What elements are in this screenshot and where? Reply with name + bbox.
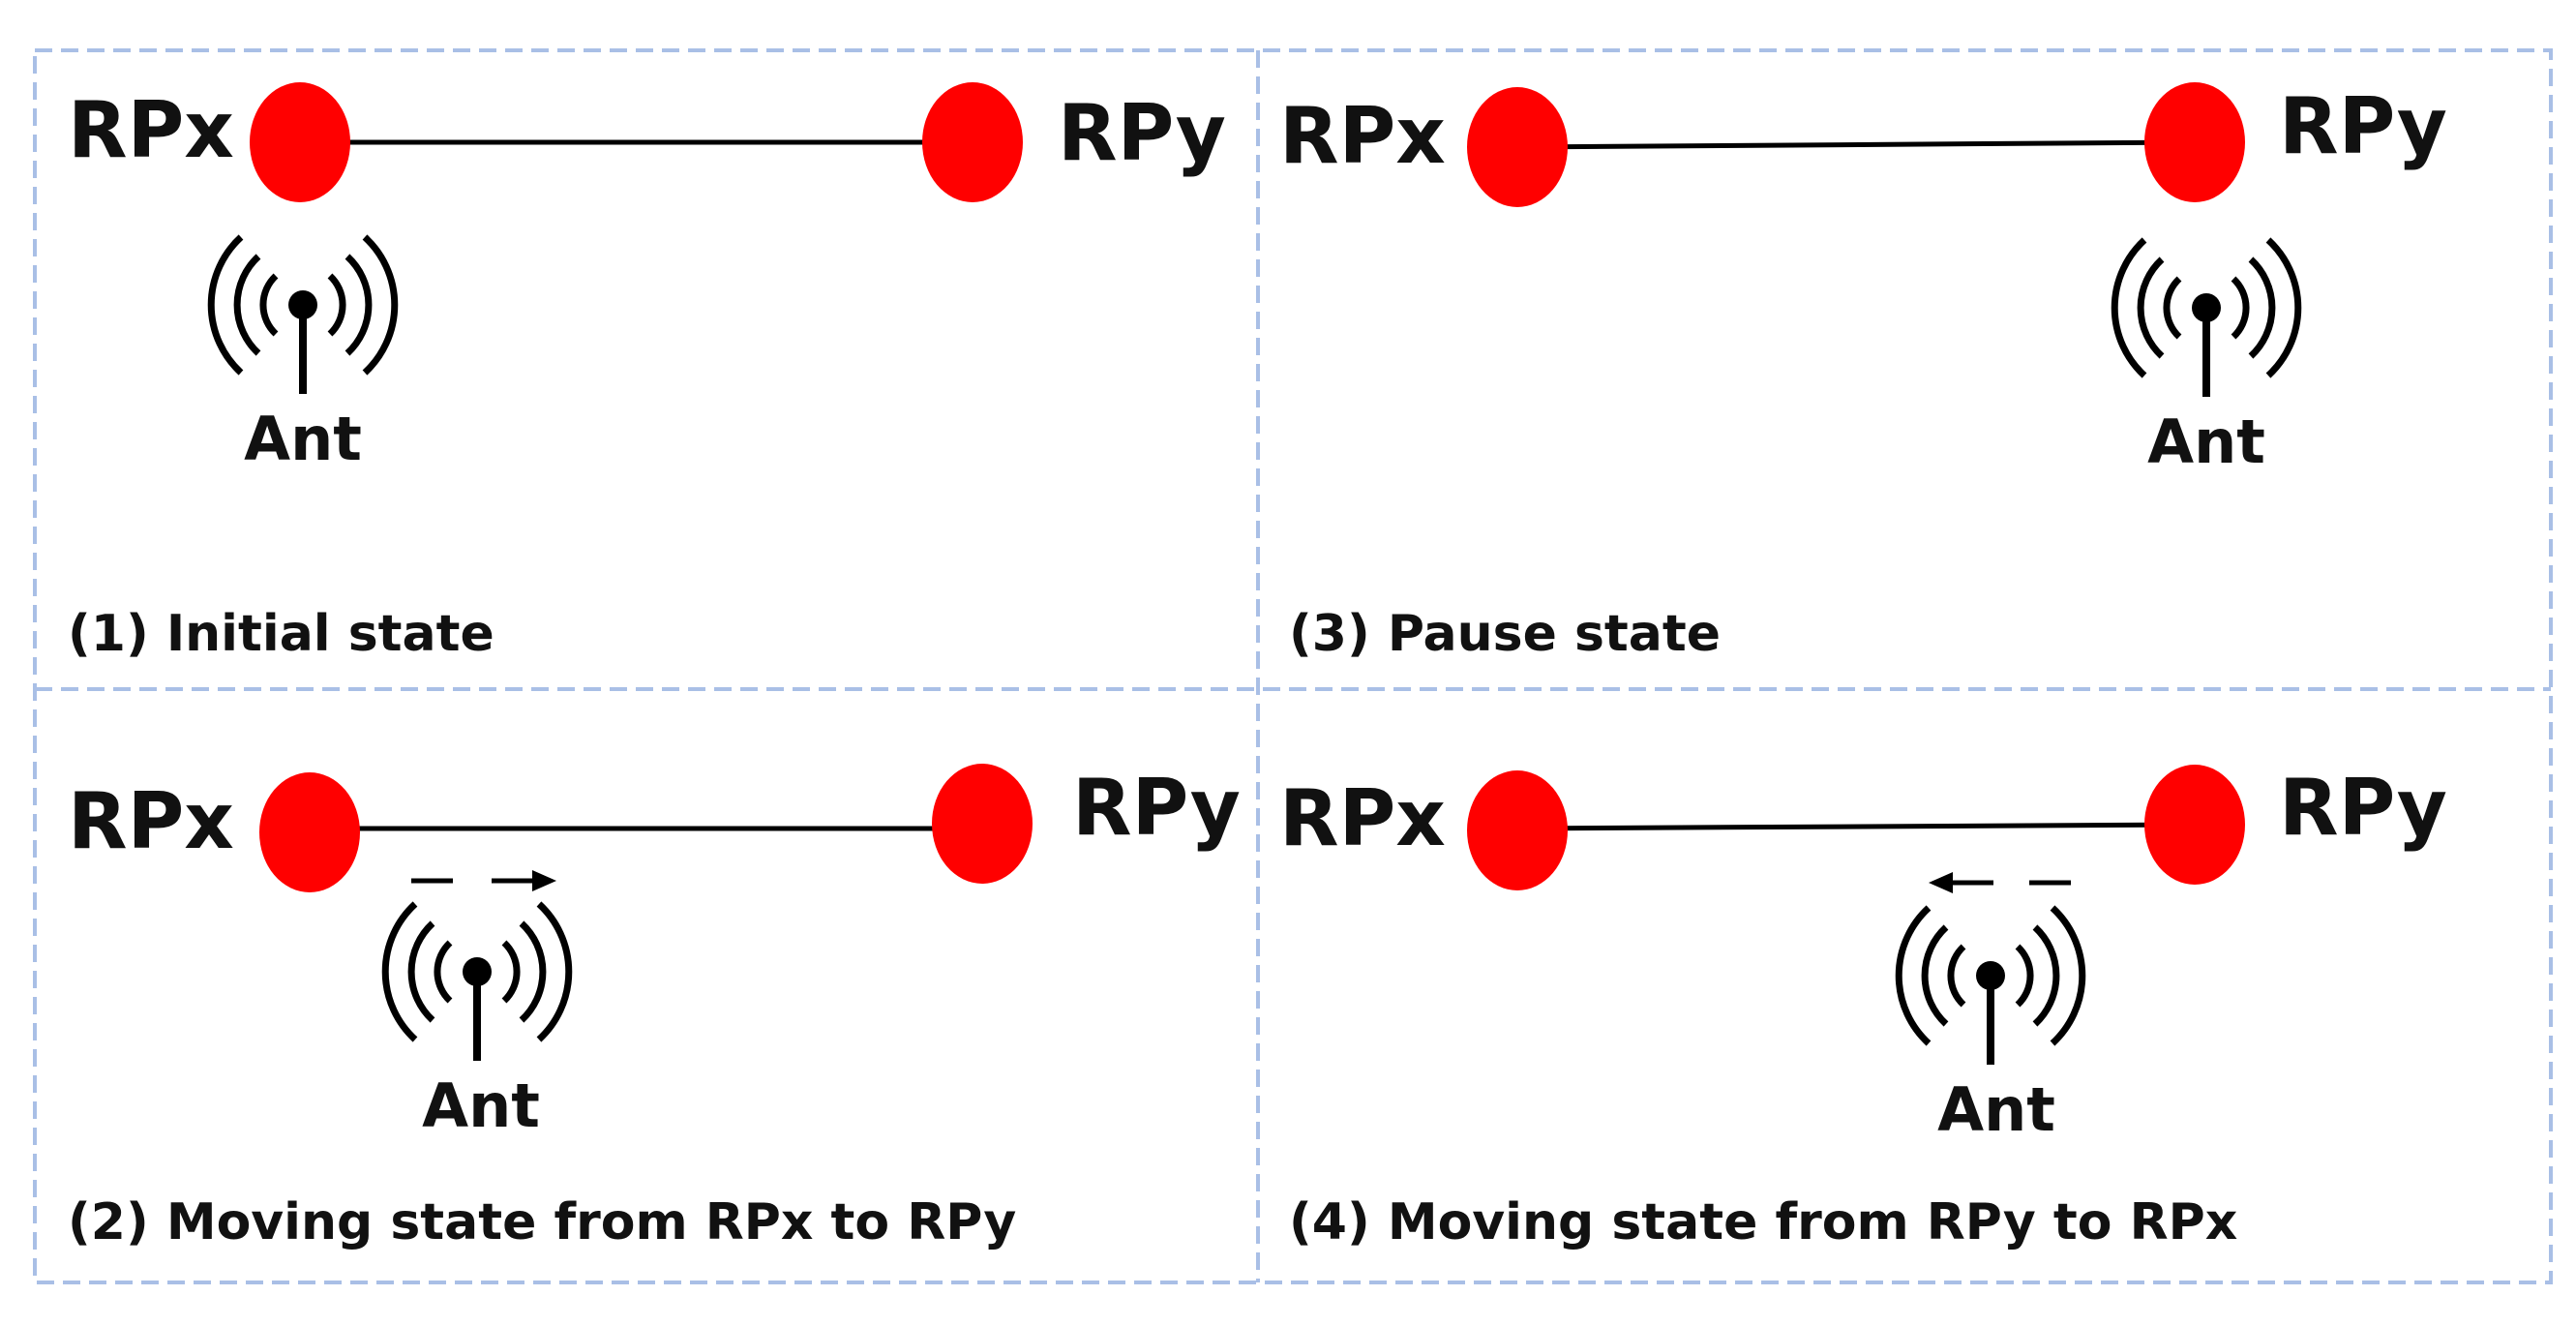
- panel-caption: (3) Pause state: [1289, 605, 1721, 663]
- rpx-label: RPx: [1279, 91, 1446, 181]
- rpy-label: RPy: [2279, 81, 2447, 171]
- rpy-label: RPy: [1058, 88, 1226, 178]
- rp-connecting-line: [1516, 822, 2196, 831]
- panel-initial-state: RPx RPy Ant (1) Initial state: [68, 82, 1226, 663]
- antenna-label: Ant: [2147, 407, 2265, 477]
- rpy-label: RPy: [1072, 763, 1241, 853]
- rpy-label: RPy: [2279, 763, 2447, 853]
- antenna-icon: [1899, 908, 2082, 1065]
- outer-border: [33, 48, 2553, 1284]
- panel-frame: [33, 48, 2553, 1284]
- antenna-icon: [385, 904, 569, 1061]
- rpy-point: [932, 764, 1033, 884]
- antenna-icon: [211, 237, 395, 394]
- panel-caption: (2) Moving state from RPx to RPy: [68, 1193, 1016, 1251]
- rpx-point: [1467, 770, 1568, 890]
- rpy-point: [2144, 765, 2245, 885]
- panel-moving-y-to-x: RPx RPy Ant (4) Moving state from RPy to…: [1279, 763, 2447, 1251]
- panel-pause-state: RPx RPy Ant (3) Pause state: [1279, 81, 2447, 663]
- rpx-label: RPx: [68, 85, 234, 175]
- rpx-point: [259, 772, 360, 892]
- rpx-label: RPx: [68, 776, 234, 866]
- rpx-label: RPx: [1279, 773, 1446, 863]
- rpx-point: [250, 82, 350, 202]
- antenna-label: Ant: [244, 404, 362, 474]
- dashed-arrow-left-icon: [1929, 872, 2071, 893]
- dashed-arrow-right-icon: [411, 870, 556, 891]
- rpx-point: [1467, 87, 1568, 207]
- rpy-point: [922, 82, 1023, 202]
- antenna-label: Ant: [1937, 1074, 2055, 1145]
- antenna-label: Ant: [422, 1070, 540, 1141]
- rpy-point: [2144, 82, 2245, 202]
- panel-caption: (1) Initial state: [68, 605, 494, 663]
- antenna-icon: [2114, 240, 2298, 397]
- panel-moving-x-to-y: RPx RPy Ant (2) Moving state from RPx to…: [68, 763, 1241, 1251]
- panel-caption: (4) Moving state from RPy to RPx: [1289, 1193, 2237, 1251]
- rp-connecting-line: [1516, 139, 2196, 150]
